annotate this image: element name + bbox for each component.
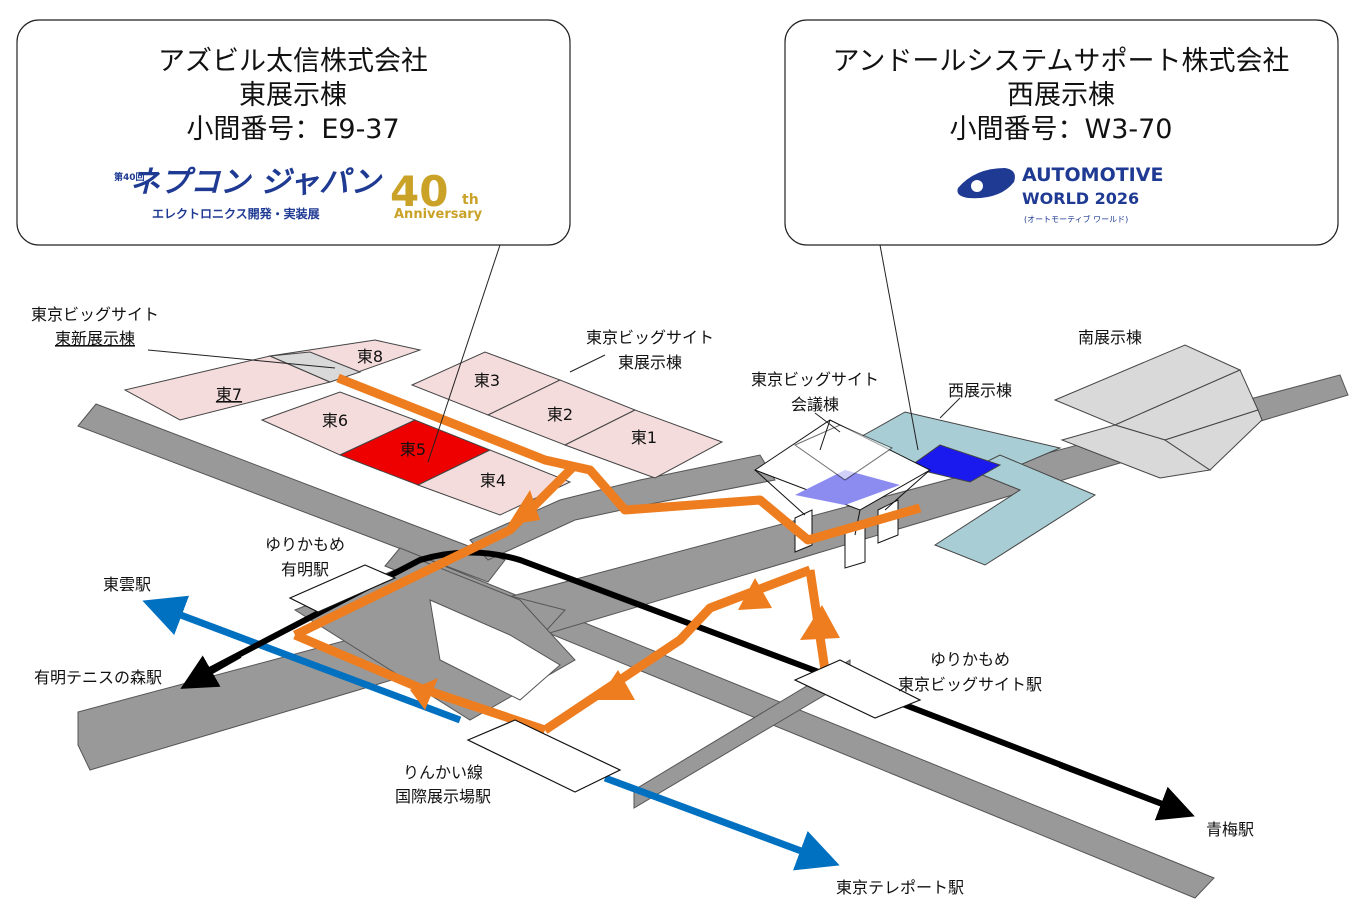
label-teleport: 東京テレポート駅	[836, 878, 964, 897]
yurikamome-arrow-east	[1058, 762, 1195, 821]
label-west: 西展示棟	[948, 381, 1012, 400]
east-new-halls	[123, 339, 422, 421]
south-block-4	[1163, 409, 1263, 471]
hall-e8-gray	[268, 351, 362, 383]
hall-label-e4: 東4	[480, 471, 506, 490]
hall-labels: 東1 東2 東3 東4 東5 東6 東7 東8	[216, 347, 657, 490]
hall-label-e2: 東2	[547, 405, 573, 424]
callout-left: アズビル太信株式会社 東展示棟 小間番号：E9-37 第40回 ネプコン ジャパ…	[16, 19, 571, 246]
automotive-line2: WORLD 2026	[1022, 189, 1139, 208]
tower-leg-2	[819, 419, 831, 451]
label-south: 南展示棟	[1078, 328, 1142, 347]
callout-right-box	[784, 19, 1339, 246]
tower-leg-1	[754, 469, 806, 516]
nepcon-logo: 第40回 ネプコン ジャパン エレクトロニクス開発・実装展 40 th Anni…	[114, 165, 483, 222]
label-ariake-l1: ゆりかもめ	[265, 535, 345, 554]
station-rinkai	[466, 719, 622, 793]
callout-left-company: アズビル太信株式会社	[158, 46, 428, 77]
east-halls	[260, 351, 724, 516]
callout-right-company: アンドールシステムサポート株式会社	[832, 46, 1289, 77]
label-ariake-l2: 有明駅	[281, 560, 329, 579]
south-hall	[1053, 344, 1263, 479]
route-top	[336, 373, 922, 545]
route-arrowheads	[410, 490, 840, 710]
car-wheel-icon	[971, 180, 983, 192]
label-east-new: 東京ビッグサイト	[31, 305, 159, 324]
label-bigsight-l1: ゆりかもめ	[930, 650, 1010, 669]
nepcon-small: 第40回	[114, 171, 145, 183]
route-arrow-4	[598, 670, 635, 700]
rinkai-line-west	[142, 595, 462, 724]
callout-left-booth: 小間番号：E9-37	[186, 114, 399, 145]
station-bigsight	[793, 659, 922, 719]
anniv-number: 40	[390, 167, 448, 216]
anniv-suffix: th	[462, 192, 479, 208]
pointer-east-new	[147, 349, 336, 369]
pointer-west	[939, 397, 961, 419]
road-north-left	[77, 403, 506, 583]
car-icon	[957, 168, 1015, 199]
route-arrow-3	[800, 605, 840, 640]
label-aomi: 青梅駅	[1206, 820, 1254, 839]
hall-label-e7: 東7	[216, 385, 242, 404]
automotive-line3: (オートモーティブ ワールド)	[1024, 214, 1128, 224]
anniv-word: Anniversary	[394, 207, 483, 222]
route-arrow-1	[508, 490, 540, 525]
callout-right: アンドールシステムサポート株式会社 西展示棟 小間番号：W3-70 AUTOMO…	[784, 19, 1339, 246]
label-east-sub: 東展示棟	[618, 353, 682, 372]
callout-right-hall: 西展示棟	[1007, 80, 1115, 111]
building-labels: 東京ビッグサイト 東新展示棟 東京ビッグサイト 東展示棟 東京ビッグサイト 会議…	[31, 305, 1142, 414]
callout-pointer-right	[879, 244, 919, 451]
road-mid-diagonal	[384, 547, 1215, 899]
label-east-new-sub: 東新展示棟	[55, 329, 135, 348]
yurikamome-line	[198, 549, 1167, 808]
label-rinkai-l2: 国際展示場駅	[395, 787, 491, 806]
nepcon-subtitle: エレクトロニクス開発・実装展	[152, 206, 320, 221]
rinkai-line	[603, 774, 840, 871]
west-hall	[854, 411, 1097, 566]
tower-inner	[793, 424, 894, 481]
hall-label-e5: 東5	[400, 440, 426, 459]
label-bigsight-l2: 東京ビッグサイト駅	[898, 675, 1042, 694]
label-conference-sub: 会議棟	[791, 395, 839, 414]
hall-label-e8: 東8	[357, 347, 383, 366]
tower-leg-3	[884, 469, 931, 511]
label-east: 東京ビッグサイト	[586, 328, 714, 347]
label-conference: 東京ビッグサイト	[751, 370, 879, 389]
station-boxes	[288, 564, 922, 793]
callout-pointer-left	[427, 244, 501, 463]
station-ariake	[288, 564, 397, 613]
label-ariake-tennis: 有明テニスの森駅	[34, 668, 162, 687]
nepcon-title: ネプコン ジャパン	[130, 165, 382, 200]
label-rinkai-l1: りんかい線	[403, 763, 483, 782]
callout-left-box	[16, 19, 571, 246]
tower-blue	[795, 470, 900, 505]
pointer-east	[569, 354, 606, 373]
pointer-conf	[814, 412, 841, 433]
route-arrow-5	[410, 678, 438, 710]
callout-left-hall: 東展示棟	[239, 80, 347, 111]
yurikamome-arrow-west	[180, 652, 242, 689]
route-arrow-2	[738, 578, 772, 610]
hall-label-e3: 東3	[474, 371, 500, 390]
west-hall-lower	[933, 454, 1097, 566]
plaza-white	[429, 599, 561, 701]
label-shinonome: 東雲駅	[103, 575, 151, 594]
hall-label-e1: 東1	[631, 428, 657, 447]
route-from-ariake	[293, 461, 579, 640]
automotive-line1: AUTOMOTIVE	[1022, 164, 1163, 186]
hall-e1	[563, 409, 724, 479]
station-labels: ゆりかもめ 有明駅 ゆりかもめ 東京ビッグサイト駅 りんかい線 国際展示場駅 東…	[34, 535, 1254, 897]
hall-label-e6: 東6	[322, 411, 348, 430]
callout-right-booth: 小間番号：W3-70	[950, 114, 1173, 145]
automotive-logo: AUTOMOTIVE WORLD 2026 (オートモーティブ ワールド)	[957, 164, 1163, 224]
